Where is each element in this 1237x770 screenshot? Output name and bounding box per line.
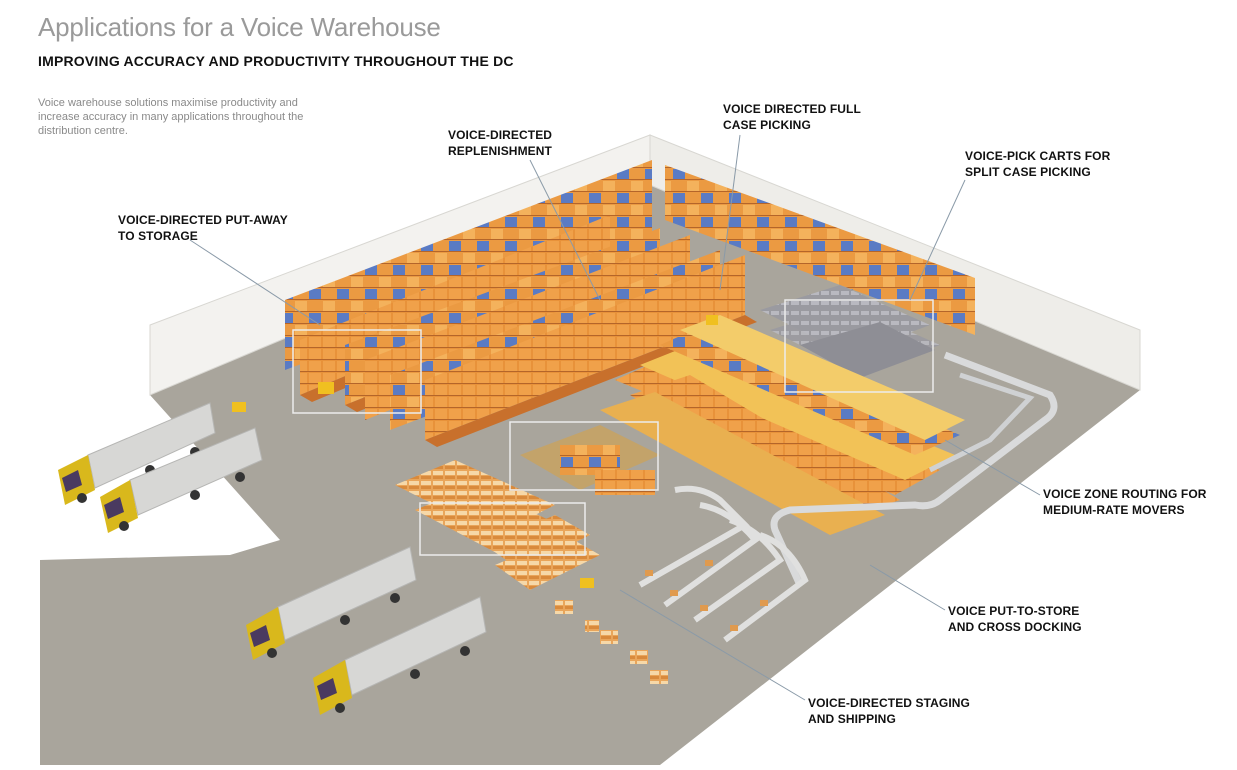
area-highlights: [292, 299, 934, 556]
page-subtitle: IMPROVING ACCURACY AND PRODUCTIVITY THRO…: [38, 53, 514, 69]
truck-1: [58, 402, 216, 505]
callout-zone-routing: VOICE ZONE ROUTING FOR MEDIUM-RATE MOVER…: [1043, 486, 1207, 518]
cross-dock-area: [520, 425, 660, 495]
callout-leader-lines: [189, 134, 1041, 701]
page-title: Applications for a Voice Warehouse: [38, 12, 441, 42]
rack-wall-right: [665, 165, 975, 335]
forklifts: [232, 315, 718, 588]
pick-cart-racks: [760, 285, 940, 378]
truck-2: [100, 427, 263, 533]
callout-replenishment-line2: REPLENISHMENT: [448, 144, 552, 158]
callout-staging-line2: AND SHIPPING: [808, 712, 896, 726]
callout-replenishment-line1: VOICE-DIRECTED: [448, 128, 553, 142]
put-to-store-boxes: [645, 560, 768, 631]
callout-staging: VOICE-DIRECTED STAGING AND SHIPPING: [808, 695, 970, 727]
callout-full-case-line2: CASE PICKING: [723, 118, 811, 132]
callout-pick-carts-line1: VOICE-PICK CARTS FOR: [965, 149, 1111, 163]
put-to-store-lanes: [638, 485, 809, 643]
callout-put-away-line1: VOICE-DIRECTED PUT-AWAY: [118, 213, 288, 227]
callout-put-to-store-line1: VOICE PUT-TO-STORE: [948, 604, 1080, 618]
mid-rack-rows: [600, 315, 965, 535]
callout-put-away: VOICE-DIRECTED PUT-AWAY TO STORAGE: [118, 212, 288, 244]
intro-text: Voice warehouse solutions maximise produ…: [38, 97, 304, 137]
callout-full-case-line1: VOICE DIRECTED FULL: [723, 102, 861, 116]
truck-3: [246, 546, 417, 660]
callout-pick-carts: VOICE-PICK CARTS FOR SPLIT CASE PICKING: [965, 148, 1110, 180]
callout-replenishment: VOICE-DIRECTED REPLENISHMENT: [448, 127, 552, 159]
callout-staging-line1: VOICE-DIRECTED STAGING: [808, 696, 970, 710]
callout-zone-routing-line2: MEDIUM-RATE MOVERS: [1043, 503, 1185, 517]
callout-put-to-store: VOICE PUT-TO-STORE AND CROSS DOCKING: [948, 603, 1082, 635]
truck-4: [313, 596, 487, 715]
callout-full-case: VOICE DIRECTED FULL CASE PICKING: [723, 101, 861, 133]
callout-put-away-line2: TO STORAGE: [118, 229, 198, 243]
conveyor: [770, 351, 1058, 587]
rack-rows: [300, 215, 757, 447]
callout-put-to-store-line2: AND CROSS DOCKING: [948, 620, 1082, 634]
callout-zone-routing-line1: VOICE ZONE ROUTING FOR: [1043, 487, 1207, 501]
callout-pick-carts-line2: SPLIT CASE PICKING: [965, 165, 1091, 179]
